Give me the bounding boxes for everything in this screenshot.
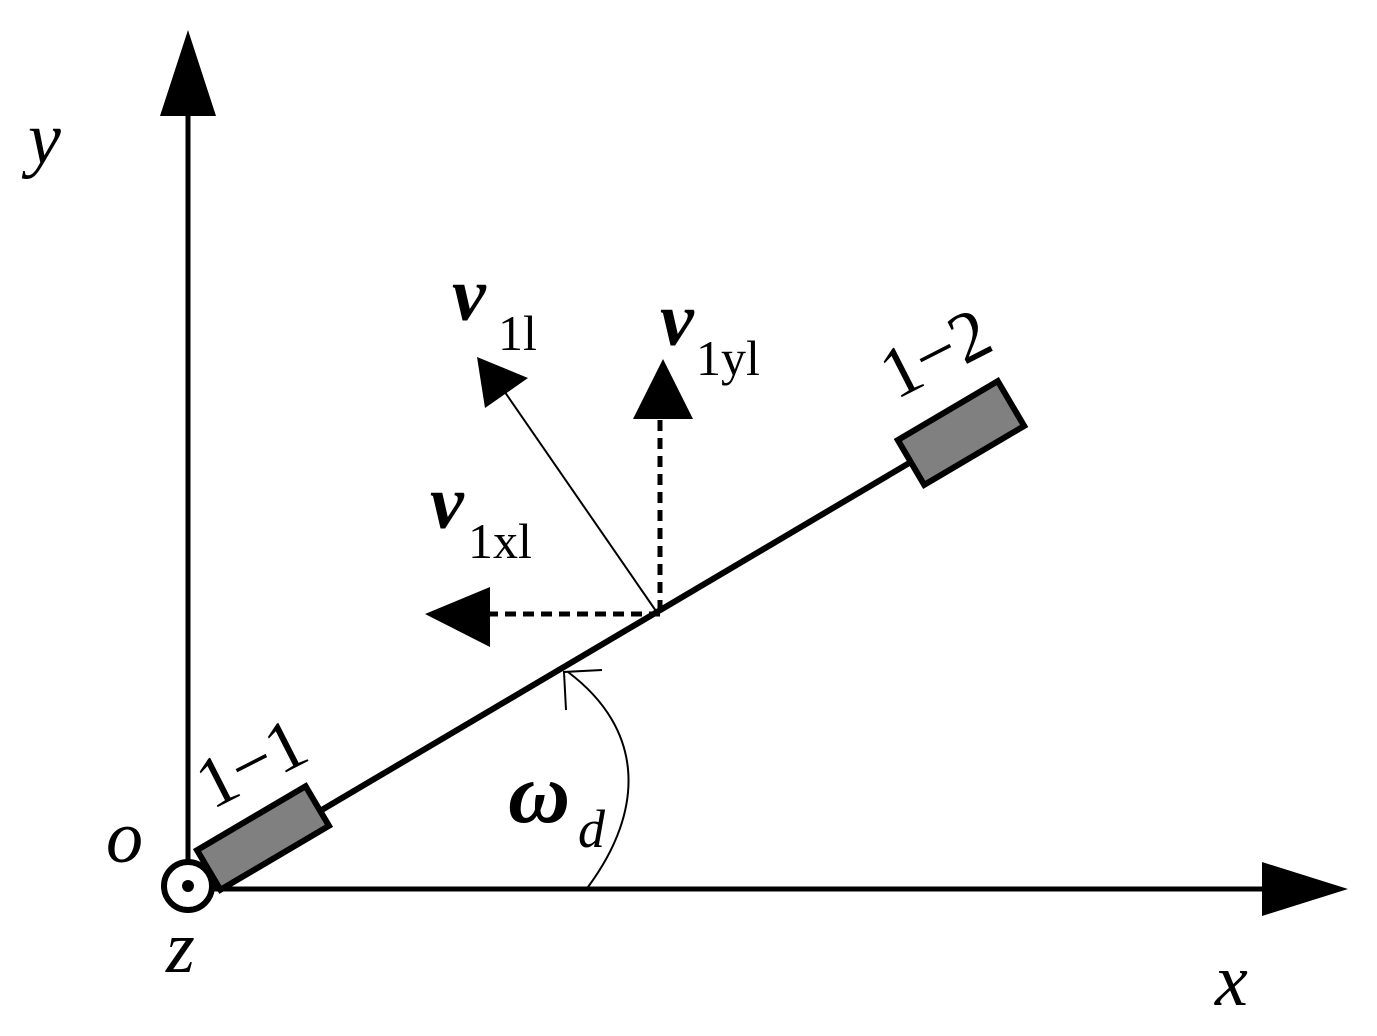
v1l-arrowhead xyxy=(477,357,528,408)
y-axis-label: y xyxy=(21,98,61,180)
v1l-label-main: v xyxy=(452,253,487,337)
v1xl-vector xyxy=(425,587,660,647)
v1l-vector xyxy=(477,357,657,612)
x-axis-label: x xyxy=(1214,940,1248,1022)
angle-label-main: ω xyxy=(508,745,570,841)
origin-label: o xyxy=(106,797,143,879)
y-axis xyxy=(160,30,216,885)
z-axis-label: z xyxy=(165,907,195,989)
v1xl-label-subscript: 1xl xyxy=(468,513,532,569)
angle-arc-arrowhead xyxy=(562,669,603,711)
v1yl-label: v 1yl xyxy=(660,278,760,386)
wheel-1-2 xyxy=(893,377,1029,489)
angle-label: ω d xyxy=(508,745,606,859)
v1xl-label-main: v xyxy=(430,461,465,545)
v1yl-vector xyxy=(633,359,693,611)
v1xl-label: v 1xl xyxy=(430,461,532,569)
v1yl-arrowhead xyxy=(633,359,693,419)
x-axis xyxy=(200,862,1348,916)
angle-arc xyxy=(562,669,630,888)
v1yl-label-subscript: 1yl xyxy=(696,330,760,386)
x-axis-arrowhead xyxy=(1262,862,1348,916)
y-axis-arrowhead xyxy=(160,30,216,116)
v1xl-arrowhead xyxy=(425,587,490,647)
v1l-label-subscript: 1l xyxy=(498,305,537,361)
v1l-label: v 1l xyxy=(452,253,537,361)
angle-label-subscript: d xyxy=(578,799,606,859)
v1yl-label-main: v xyxy=(660,278,695,362)
z-axis-out-of-page-icon xyxy=(161,859,215,913)
